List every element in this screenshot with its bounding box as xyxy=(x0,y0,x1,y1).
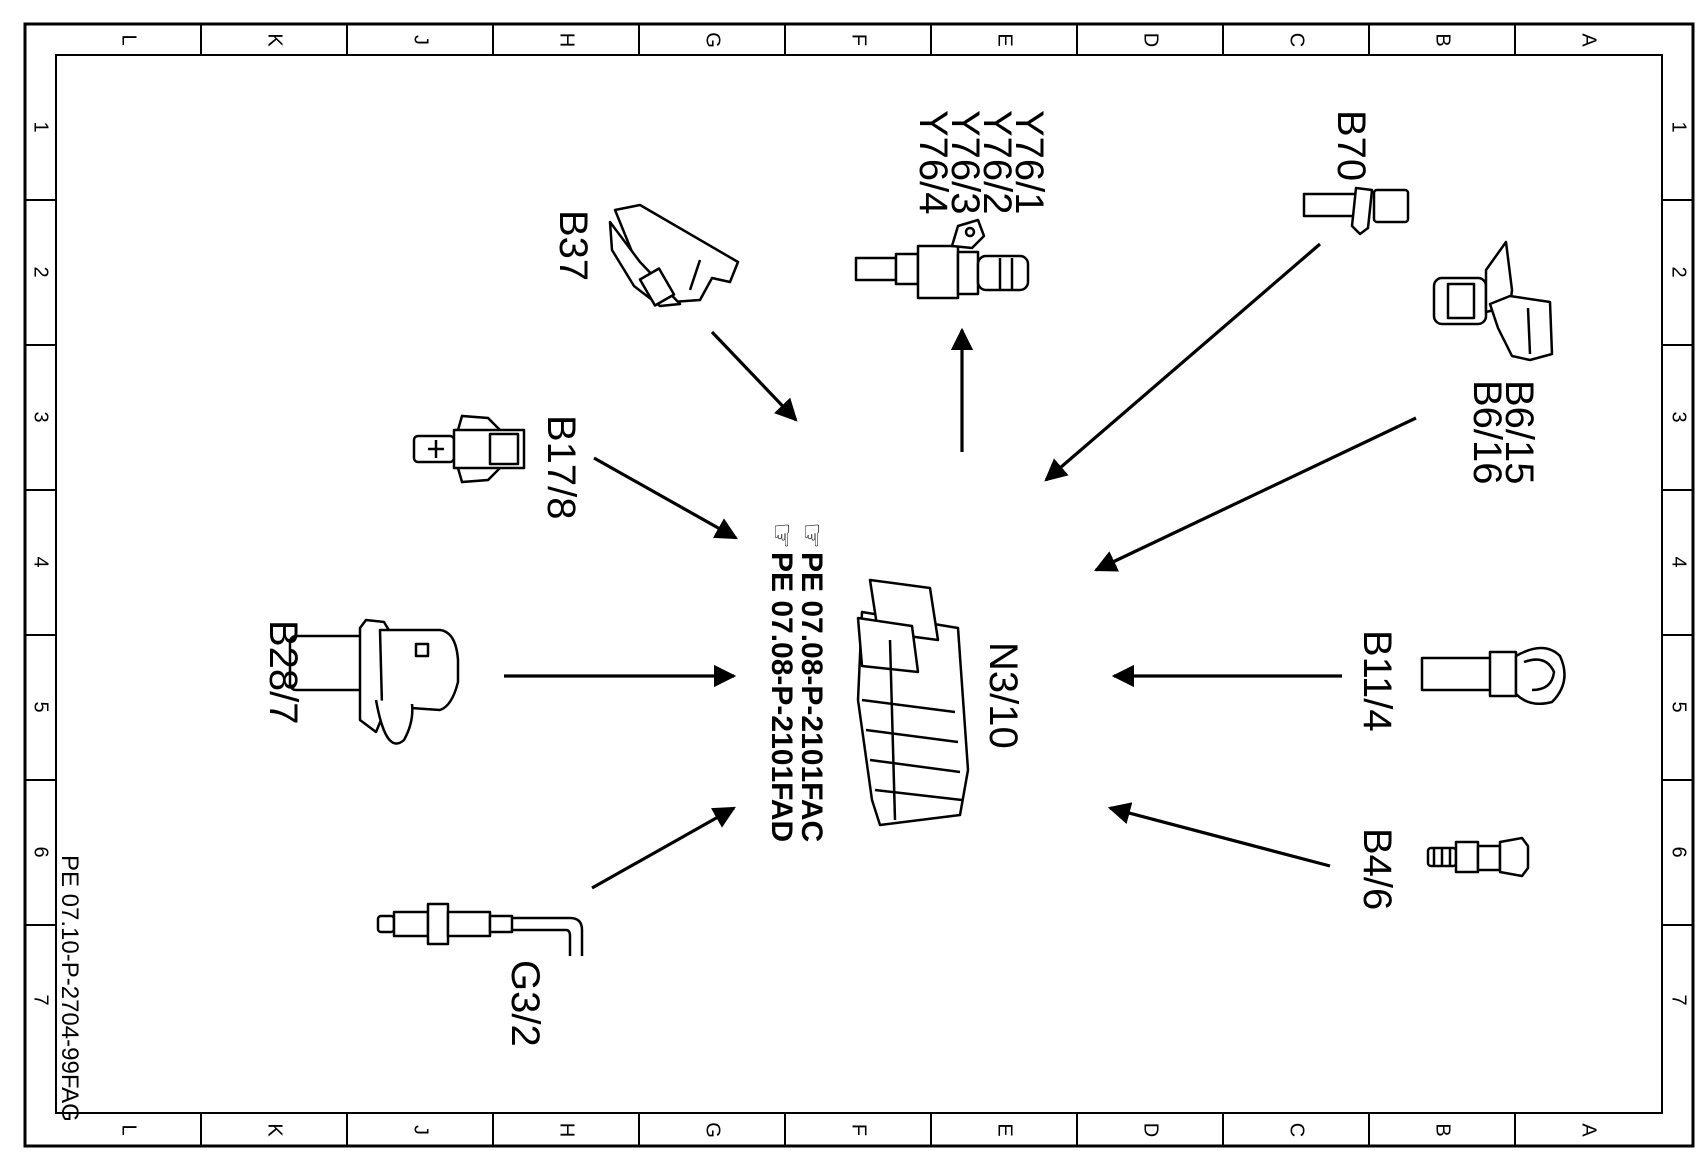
pedal-sensor-b37-icon xyxy=(608,203,740,308)
inner-frame xyxy=(55,54,1663,1114)
grid-column-labels-top: L K J H G F E D C B A xyxy=(118,32,1600,48)
svg-text:Y76/1: Y76/1 xyxy=(1007,110,1051,215)
grid-row-labels-right: 1 2 3 4 5 6 7 xyxy=(1668,121,1690,1005)
control-unit-n3-10-icon xyxy=(856,578,970,827)
b4-6-label: B4/6 xyxy=(1355,828,1399,910)
y76-labels: Y76/1 Y76/2 Y76/3 Y76/4 xyxy=(911,110,1051,215)
arrow-b6 xyxy=(1093,416,1417,572)
b28-7-label: B28/7 xyxy=(261,620,305,725)
col-label: F xyxy=(848,34,870,46)
col-label: F xyxy=(848,1124,870,1136)
sensor-b17-8-icon xyxy=(412,414,526,484)
col-label: K xyxy=(264,33,286,47)
row-label: 1 xyxy=(1668,121,1690,132)
col-label: C xyxy=(1286,33,1308,47)
row-label: 7 xyxy=(30,994,52,1005)
sensor-b28-7-icon xyxy=(288,618,460,745)
b11-4-label: B11/4 xyxy=(1355,630,1399,732)
svg-text:B6/16: B6/16 xyxy=(1465,380,1509,485)
outer-border xyxy=(23,22,1695,1148)
arrow-b4-6 xyxy=(1107,802,1331,868)
row-label: 2 xyxy=(30,266,52,277)
row-label: 6 xyxy=(1668,846,1690,857)
b17-8-label: B17/8 xyxy=(539,415,583,520)
row-label: 1 xyxy=(30,121,52,132)
arrow-b37 xyxy=(710,330,798,422)
col-label: D xyxy=(1140,1123,1162,1137)
row-label: 4 xyxy=(30,556,52,567)
col-label: L xyxy=(118,34,140,45)
svg-text:B6/15: B6/15 xyxy=(1497,380,1541,485)
reference-notes: ☞ PE 07.08-P-2101FAC ☞ PE 07.08-P-2101FA… xyxy=(765,522,828,842)
col-label: J xyxy=(410,35,432,45)
grid-row-labels-left: 1 2 3 4 5 6 7 xyxy=(30,121,52,1005)
row-label: 2 xyxy=(1668,266,1690,277)
document-id: PE 07.10-P-2704-99FAG xyxy=(56,855,83,1122)
grid-column-labels-bottom: L K J H G F E D C B A xyxy=(118,1122,1600,1138)
g3-2-label: G3/2 xyxy=(503,960,547,1047)
col-label: E xyxy=(994,33,1016,46)
svg-text:Y76/4: Y76/4 xyxy=(911,110,955,215)
pointing-hand-icon: ☞ xyxy=(795,522,828,549)
oxygen-sensor-g3-2-icon xyxy=(376,902,584,956)
arrow-b17-8 xyxy=(593,456,738,540)
svg-text:Y76/2: Y76/2 xyxy=(975,110,1019,215)
svg-text:Y76/3: Y76/3 xyxy=(943,110,987,215)
row-label: 3 xyxy=(30,411,52,422)
col-label: G xyxy=(702,1122,724,1138)
b70-label: B70 xyxy=(1329,110,1373,181)
control-unit-label: N3/10 xyxy=(981,642,1025,749)
row-label: 4 xyxy=(1668,556,1690,567)
sensor-b4-6-icon xyxy=(1426,836,1530,878)
row-label: 6 xyxy=(30,846,52,857)
sensor-b70-icon xyxy=(1302,186,1410,236)
row-label: 7 xyxy=(1668,994,1690,1005)
grid-row-ticks xyxy=(25,199,1693,926)
col-label: J xyxy=(410,1125,432,1135)
reference-link[interactable]: PE 07.08-P-2101FAD xyxy=(765,552,798,842)
row-label: 5 xyxy=(1668,701,1690,712)
col-label: L xyxy=(118,1124,140,1135)
b6-labels: B6/15 B6/16 xyxy=(1465,380,1541,485)
col-label: B xyxy=(1432,33,1454,46)
arrow-g3-2 xyxy=(591,806,736,890)
col-label: G xyxy=(702,32,724,48)
col-label: H xyxy=(556,33,578,47)
b37-label: B37 xyxy=(551,210,595,281)
row-label: 5 xyxy=(30,701,52,712)
injector-y76-icon xyxy=(854,218,1030,300)
row-label: 3 xyxy=(1668,411,1690,422)
col-label: H xyxy=(556,1123,578,1137)
col-label: C xyxy=(1286,1123,1308,1137)
reference-link[interactable]: PE 07.08-P-2101FAC xyxy=(795,552,828,842)
sensor-b11-4-icon xyxy=(1420,646,1566,705)
grid-column-ticks xyxy=(200,24,1516,1146)
col-label: D xyxy=(1140,33,1162,47)
col-label: A xyxy=(1578,1123,1600,1137)
col-label: K xyxy=(264,1123,286,1137)
pointing-hand-icon: ☞ xyxy=(765,522,798,549)
col-label: B xyxy=(1432,1123,1454,1136)
arrow-b70 xyxy=(1044,242,1322,482)
col-label: A xyxy=(1578,33,1600,47)
sensor-b6-icon xyxy=(1432,240,1554,362)
col-label: E xyxy=(994,1123,1016,1136)
